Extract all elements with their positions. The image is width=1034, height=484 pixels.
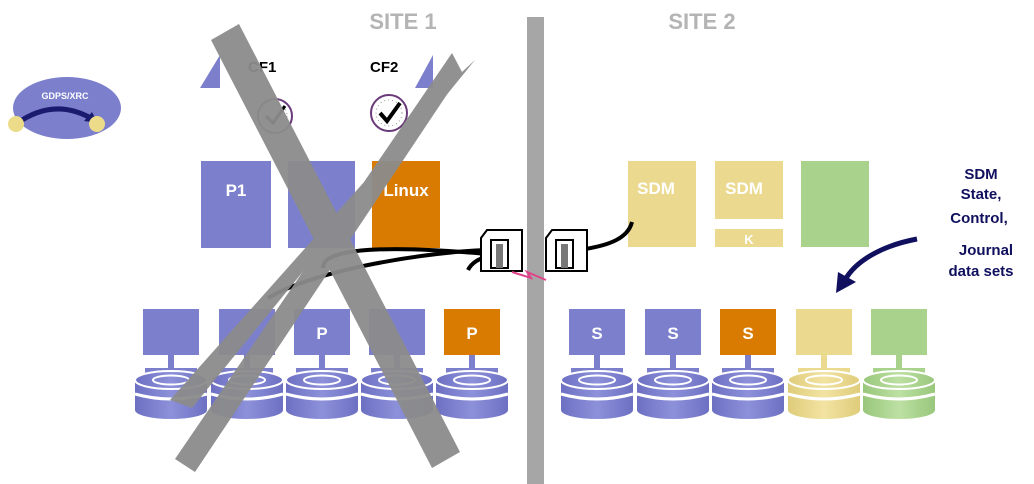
storage-unit: P: [435, 309, 509, 419]
cf1-icon: [200, 55, 220, 88]
controller-connector: [896, 355, 902, 368]
storage-controller: [796, 309, 852, 355]
controller-connector: [469, 355, 475, 368]
sdm-note-line-4: Journal: [959, 242, 1013, 259]
link-extender-to-sdm: [584, 221, 634, 251]
site2-title: SITE 2: [668, 9, 735, 34]
controller-connector: [168, 355, 174, 368]
storage-controller-label: P: [466, 324, 477, 343]
site1-title: SITE 1: [369, 9, 436, 34]
storage-controller: [294, 309, 350, 355]
storage-unit: S: [636, 309, 710, 419]
remote-link-bolt-icon: [511, 269, 547, 281]
cf2-label: CF2: [370, 59, 398, 76]
sdm-note-line-2: State,: [961, 186, 1002, 203]
disk-stack-icon: [285, 370, 359, 419]
sysplex-timer-2-icon: [370, 94, 408, 132]
system-green: [801, 161, 869, 247]
gdps-arrow-icon: [14, 106, 96, 127]
system-sdm-2: [715, 161, 783, 219]
storage-controller-label: S: [742, 324, 753, 343]
storage-unit: S: [711, 309, 785, 419]
disk-stack-icon: [435, 370, 509, 419]
storage-controller-label: P: [316, 324, 327, 343]
storage-unit: P: [285, 309, 359, 419]
site-divider: [527, 17, 544, 484]
sdm-note-line-5: data sets: [948, 263, 1013, 280]
storage-controller-label: S: [591, 324, 602, 343]
cf2-icon: [415, 55, 433, 88]
storage-controller: [871, 309, 927, 355]
disk-stack-icon: [862, 370, 936, 419]
storage-unit: S: [560, 309, 634, 419]
sdm-note-line-3: Control,: [950, 210, 1008, 227]
storage-controller-label: S: [667, 324, 678, 343]
storage-controller: [720, 309, 776, 355]
gdps-xrc-label: GDPS/XRC: [41, 91, 89, 101]
gdps-dot-right: [89, 116, 105, 132]
storage-controller: [645, 309, 701, 355]
system-k-label: K: [744, 232, 754, 247]
storage-unit: [134, 309, 208, 419]
system-p1: [201, 161, 271, 248]
storage-unit: [862, 309, 936, 419]
controller-connector: [670, 355, 676, 368]
sdm-note: SDM State, Control, Journal data sets: [948, 166, 1013, 280]
controller-connector: [745, 355, 751, 368]
gdps-xrc-control: GDPS/XRC: [8, 77, 121, 139]
system-sdm-2-label: SDM: [725, 179, 763, 198]
storage-controller: [569, 309, 625, 355]
system-p1-label: P1: [226, 181, 247, 200]
site1-failure-x-icon: [170, 24, 475, 472]
disk-stack-icon: [711, 370, 785, 419]
sdm-note-arrowhead-icon: [836, 272, 856, 293]
system-sdm-1-label: SDM: [637, 179, 675, 198]
disk-stack-icon: [636, 370, 710, 419]
controller-connector: [319, 355, 325, 368]
sdm-note-arrow: [842, 236, 918, 282]
sdm-note-line-1: SDM: [964, 166, 997, 183]
storage-controller: [444, 309, 500, 355]
gdps-dot-left: [8, 116, 24, 132]
disk-stack-icon: [560, 370, 634, 419]
storage-unit: [787, 309, 861, 419]
disk-stack-icon: [787, 370, 861, 419]
channel-extender-2-icon: [545, 229, 588, 272]
system-sdm-1: [628, 161, 696, 247]
controller-connector: [821, 355, 827, 368]
system-k: [715, 229, 783, 247]
system-linux-label: Linux: [383, 181, 429, 200]
storage-controller: [143, 309, 199, 355]
channel-extender-1-icon: [480, 229, 523, 272]
controller-connector: [594, 355, 600, 368]
